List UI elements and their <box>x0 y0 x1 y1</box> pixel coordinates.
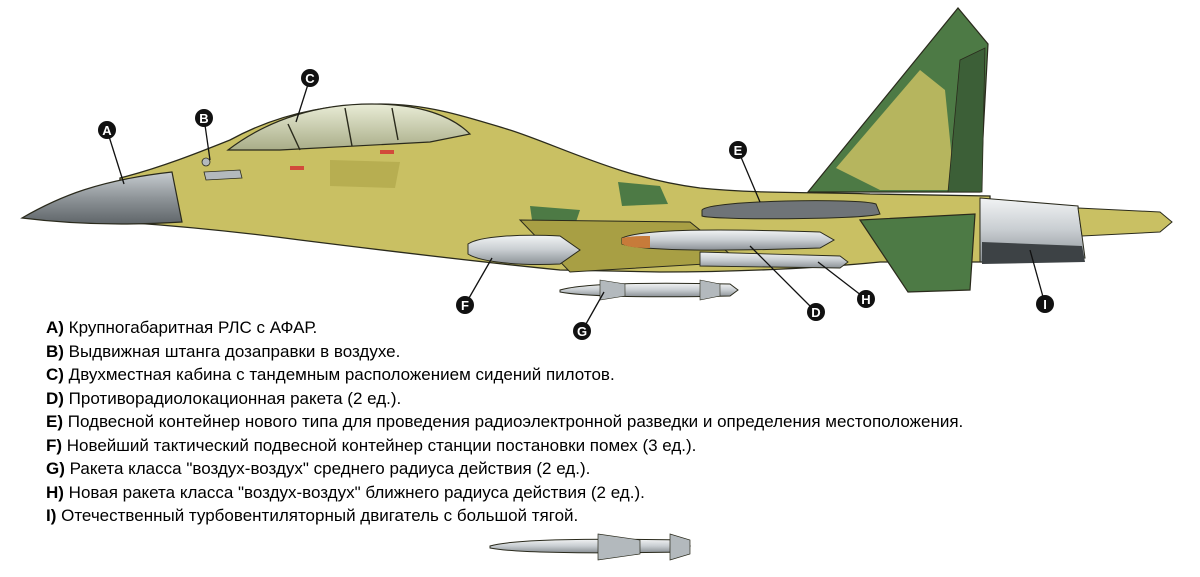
refueling-probe <box>203 169 243 181</box>
anti-radar-missile <box>621 229 836 251</box>
callout-g: G <box>573 322 591 340</box>
legend-item-b: B) Выдвижная штанга дозаправки в воздухе… <box>46 340 1146 364</box>
callout-i: I <box>1036 295 1054 313</box>
legend-item-e: E) Подвесной контейнер нового типа для п… <box>46 410 1146 434</box>
legend-text: Ракета класса "воздух-воздух" среднего р… <box>64 459 591 478</box>
camo-patch-green-2 <box>530 206 580 222</box>
callout-letter: A <box>102 123 112 138</box>
engine-dark-band <box>982 242 1085 264</box>
callout-letter: D <box>811 305 820 320</box>
legend-key: I) <box>46 506 57 525</box>
legend-item-a: A) Крупногабаритная РЛС с АФАР. <box>46 316 1146 340</box>
rudder <box>947 47 986 193</box>
tail-cone <box>1077 207 1173 237</box>
canopy-frame <box>287 107 399 151</box>
legend-key: F) <box>46 435 63 455</box>
leader-f <box>464 257 493 306</box>
fin-sand-patch <box>836 70 955 190</box>
legend-key: H) <box>46 482 64 502</box>
legend-item-d: D) Противорадиолокационная ракета (2 ед.… <box>46 387 1146 411</box>
recon-pod <box>701 200 881 220</box>
callout-letter: E <box>734 143 743 158</box>
legend-text: Новейший тактический подвесной контейнер… <box>62 435 697 455</box>
leader-e <box>737 149 761 203</box>
legend-text: Отечественный турбовентиляторный двигате… <box>56 506 579 525</box>
legend-item-h: H) Новая ракета класса "воздух-воздух" б… <box>46 481 1146 505</box>
short-range-missile <box>699 251 849 269</box>
camo-patch-green <box>618 182 668 206</box>
legend-item-c: C) Двухместная кабина с тандемным распол… <box>46 363 1146 387</box>
su-30-aircraft <box>20 7 1173 301</box>
radome <box>20 171 183 225</box>
callout-letter: I <box>1043 297 1047 312</box>
callout-c: C <box>301 69 319 87</box>
callout-letter: C <box>305 71 315 86</box>
legend-text: Подвесной контейнер нового типа для пров… <box>63 412 964 431</box>
jamming-pod <box>467 234 581 265</box>
legend-item-g: G) Ракета класса "воздух-воздух" среднег… <box>46 457 1146 481</box>
legend-text: Противорадиолокационная ракета (2 ед.). <box>63 388 402 408</box>
callout-letter: F <box>461 298 469 313</box>
legend-text: Новая ракета класса "воздух-воздух" ближ… <box>63 482 645 502</box>
callout-d: D <box>807 303 825 321</box>
callout-a: A <box>98 121 116 139</box>
callout-e: E <box>729 141 747 159</box>
legend-key: G) <box>46 459 65 478</box>
legend-key: C) <box>46 365 64 384</box>
leader-i <box>1029 249 1046 305</box>
callout-letter: H <box>861 292 870 307</box>
legend-text: Двухместная кабина с тандемным расположе… <box>63 365 615 384</box>
legend-key: B) <box>46 341 64 361</box>
callout-letter: B <box>199 111 208 126</box>
legend-key: E) <box>46 412 63 431</box>
callout-h: H <box>857 290 875 308</box>
leader-d <box>749 245 817 313</box>
horizontal-stabilizer <box>858 213 976 293</box>
callout-b: B <box>195 109 213 127</box>
legend-key: A) <box>46 318 64 337</box>
leader-a <box>106 129 125 185</box>
missile-seeker <box>622 236 650 248</box>
canopy-marking <box>290 166 304 170</box>
legend-item-f: F) Новейший тактический подвесной контей… <box>46 434 1146 458</box>
leader-h <box>817 261 867 300</box>
legend-text: Крупногабаритная РЛС с АФАР. <box>63 318 318 337</box>
legend-key: D) <box>46 388 64 408</box>
camo-patch-darksand <box>330 160 400 188</box>
missile-illustration <box>489 533 691 561</box>
legend-list: A) Крупногабаритная РЛС с АФАР. B) Выдви… <box>46 316 1146 528</box>
legend-text: Выдвижная штанга дозаправки в воздухе. <box>63 341 401 361</box>
legend-item-i: I) Отечественный турбовентиляторный двиг… <box>46 504 1146 528</box>
canopy-marking-2 <box>380 150 394 154</box>
callout-f: F <box>456 296 474 314</box>
callout-letter: G <box>577 324 587 339</box>
